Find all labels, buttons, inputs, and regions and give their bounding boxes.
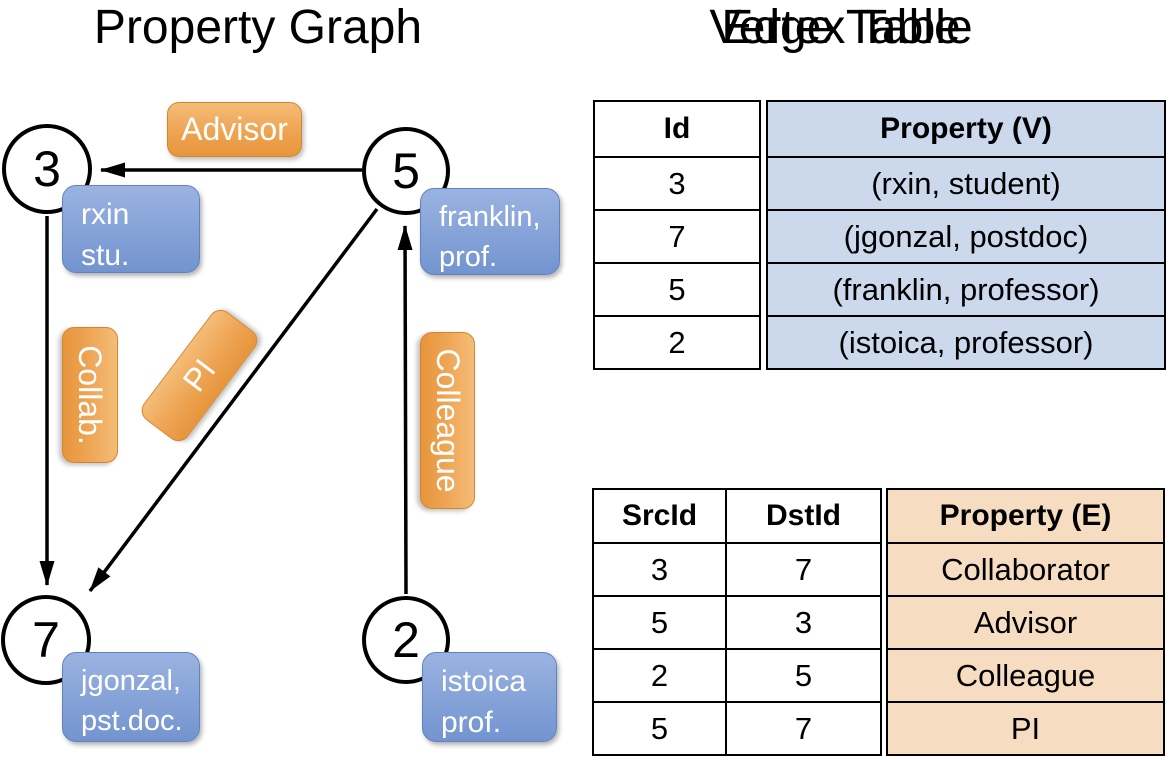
edge-property-cell: PI xyxy=(888,703,1163,754)
table-row: 3 xyxy=(595,156,759,209)
property-line: jgonzal, xyxy=(81,665,181,697)
vertex-table-id-column: Id 3 7 5 2 xyxy=(593,100,761,370)
edge-table: SrcId DstId 3 7 5 3 2 5 5 7 Propert xyxy=(592,488,1165,756)
table-header-row: Property (E) xyxy=(888,490,1163,542)
edge-property-cell: Advisor xyxy=(888,597,1163,648)
edge-label-advisor: Advisor xyxy=(167,102,302,157)
vertex-property-cell: (istoica, professor) xyxy=(768,317,1164,368)
vertex-table-title: Vertex Table xyxy=(709,1,973,54)
table-header-row: Id xyxy=(595,102,759,156)
graph-node-2: 2 xyxy=(362,596,450,684)
vertex-id-cell: 3 xyxy=(668,165,686,201)
vertex-id-cell: 2 xyxy=(668,324,686,360)
table-row: (jgonzal, postdoc) xyxy=(768,209,1164,262)
vertex-table: Id 3 7 5 2 Property (V) (rxin, student) … xyxy=(593,100,1166,370)
column-header-srcid: SrcId xyxy=(621,499,698,532)
vertex-property-cell: (jgonzal, postdoc) xyxy=(768,211,1164,262)
table-row: Collaborator xyxy=(888,542,1163,595)
table-row: (rxin, student) xyxy=(768,156,1164,209)
edge-src-cell: 3 xyxy=(650,551,669,587)
table-header-row: Property (V) xyxy=(768,102,1164,156)
property-graph-title: Property Graph xyxy=(93,1,423,54)
vertex-property-cell: (franklin, professor) xyxy=(768,264,1164,315)
table-row: 3 7 xyxy=(594,542,880,595)
table-header-row: SrcId DstId xyxy=(594,490,880,542)
edge-dst-cell: 7 xyxy=(725,703,880,754)
edge-property-cell: Collaborator xyxy=(888,544,1163,595)
column-header-property-e: Property (E) xyxy=(888,490,1163,542)
edge-src-cell: 5 xyxy=(650,710,669,746)
property-line: stu. xyxy=(81,239,130,273)
edge-table-property-column: Property (E) Collaborator Advisor Collea… xyxy=(886,488,1165,756)
node-label: 3 xyxy=(33,141,61,197)
table-row: PI xyxy=(888,701,1163,754)
property-line: prof. xyxy=(439,241,498,274)
column-header-property-v: Property (V) xyxy=(768,102,1164,156)
edge-property-cell: Colleague xyxy=(888,650,1163,701)
table-row: 7 xyxy=(595,209,759,262)
table-row: 5 7 xyxy=(594,701,880,754)
node-label: 7 xyxy=(32,612,60,668)
column-header-dstid: DstId xyxy=(725,490,880,542)
edge-src-cell: 5 xyxy=(650,604,669,640)
vertex-property-box-7: jgonzal, pst.doc. xyxy=(62,652,200,742)
table-row: Colleague xyxy=(888,648,1163,701)
table-row: (istoica, professor) xyxy=(768,315,1164,368)
table-row: (franklin, professor) xyxy=(768,262,1164,315)
edge-colleague-arrow xyxy=(397,225,413,595)
table-row: 5 3 xyxy=(594,595,880,648)
edge-table-id-columns: SrcId DstId 3 7 5 3 2 5 5 7 xyxy=(592,488,882,756)
node-label: 5 xyxy=(392,143,420,199)
vertex-id-cell: 7 xyxy=(668,218,686,254)
table-row: Advisor xyxy=(888,595,1163,648)
vertex-property-box-2: istoica prof. xyxy=(422,652,557,742)
table-row: 2 xyxy=(595,315,759,368)
property-line: pst.doc. xyxy=(81,705,183,738)
edge-dst-cell: 5 xyxy=(725,650,880,701)
vertex-property-box-5: franklin, prof. xyxy=(420,188,560,275)
edge-label-colleague: Colleague xyxy=(420,332,475,509)
property-line: rxin xyxy=(81,198,130,231)
vertex-property-cell: (rxin, student) xyxy=(768,158,1164,209)
edge-label-collab: Collab. xyxy=(62,327,118,463)
graph-node-5: 5 xyxy=(362,127,450,215)
edge-dst-cell: 3 xyxy=(725,597,880,648)
node-label: 2 xyxy=(392,612,420,668)
edge-table-title: Edge Table xyxy=(721,1,961,54)
table-row: 2 5 xyxy=(594,648,880,701)
edge-src-cell: 2 xyxy=(650,657,669,693)
vertex-id-cell: 5 xyxy=(668,271,686,307)
property-line: franklin, xyxy=(439,201,541,233)
property-line: istoica xyxy=(441,665,527,698)
column-header-id: Id xyxy=(663,112,691,145)
edge-label-pi: PI xyxy=(136,305,263,446)
property-line: prof. xyxy=(441,706,502,740)
edge-dst-cell: 7 xyxy=(725,544,880,595)
vertex-property-box-3: rxin stu. xyxy=(62,185,200,273)
table-row: 5 xyxy=(595,262,759,315)
vertex-table-property-column: Property (V) (rxin, student) (jgonzal, p… xyxy=(766,100,1166,370)
